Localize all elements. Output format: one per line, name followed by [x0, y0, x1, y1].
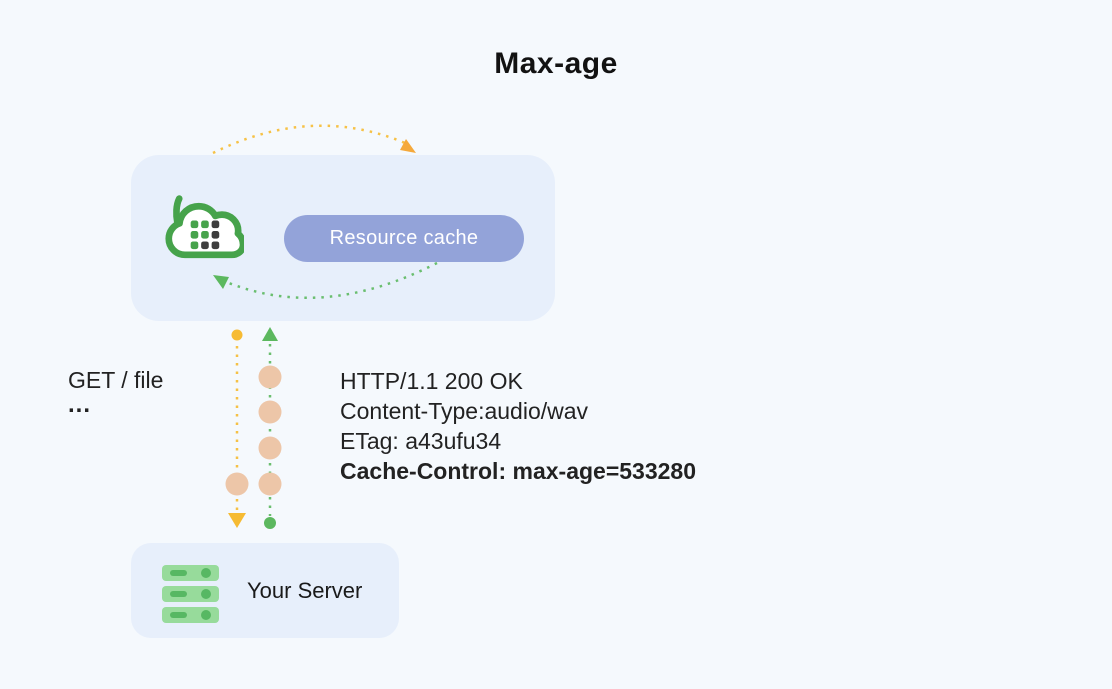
- request-text-block: GET / file ...: [68, 366, 164, 418]
- response-header-line: Content-Type:audio/wav: [340, 398, 589, 424]
- server-icon: [162, 565, 219, 623]
- request-line-start-dot: [231, 329, 243, 341]
- resource-cache-badge: Resource cache: [284, 215, 524, 262]
- cloud-outline: [165, 202, 244, 259]
- request-arrowhead-down: [228, 513, 246, 528]
- response-headers-block: HTTP/1.1 200 OK Content-Type:audio/wav E…: [340, 366, 696, 486]
- request-line-1: GET / file: [68, 367, 164, 393]
- cdn-cloud-icon: [165, 195, 244, 259]
- response-header-line: HTTP/1.1 200 OK: [340, 368, 523, 394]
- request-ellipsis: ...: [68, 391, 92, 418]
- resource-cache-label: Resource cache: [329, 227, 479, 249]
- cache-loop-arc-top: [212, 124, 406, 155]
- response-header-line-cache-control: Cache-Control: max-age=533280: [340, 458, 697, 484]
- server-rack-bars: [162, 565, 219, 623]
- response-arrowhead-up: [262, 327, 278, 341]
- response-header-line: ETag: a43ufu34: [340, 428, 502, 454]
- data-packet-dots: [225, 365, 282, 496]
- cloud-dot-grid: [190, 220, 220, 250]
- page-title: Max-age: [494, 47, 618, 80]
- server-label: Your Server: [247, 577, 363, 603]
- cache-loop-arrowhead-top: [400, 139, 416, 153]
- response-line-start-dot: [264, 517, 276, 529]
